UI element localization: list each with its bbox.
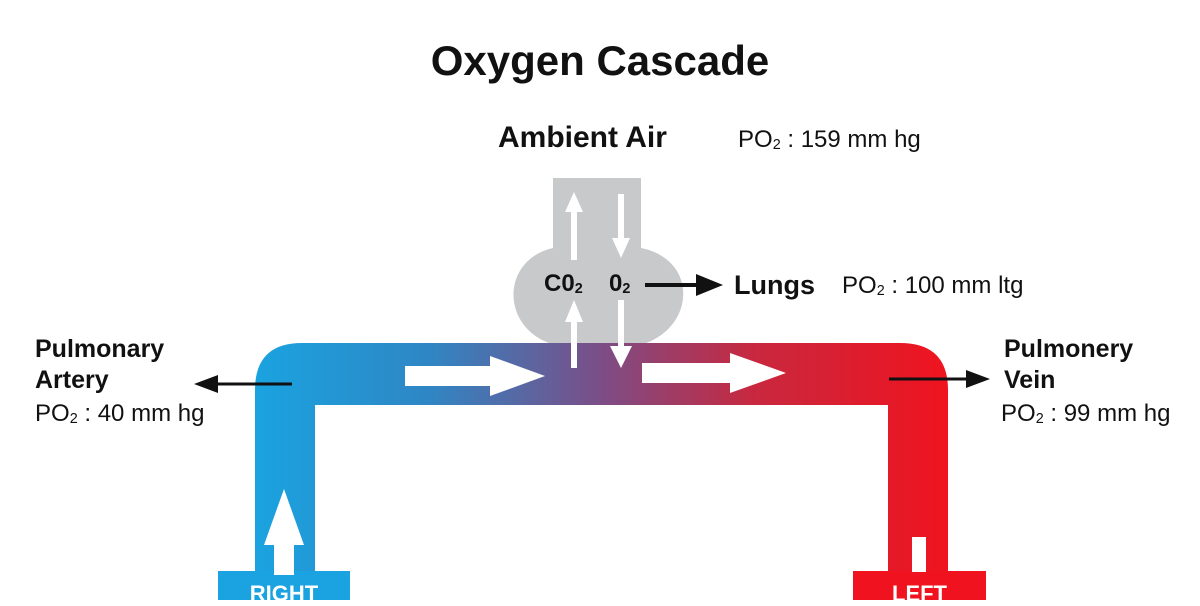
up-arrow-icon [565,192,583,260]
po-prefix: PO [35,400,70,427]
pulmonary-artery-label-line1: Pulmonary [35,335,165,363]
up-arrow-icon [565,300,583,368]
lung-shape [513,178,684,345]
po-prefix: PO [842,272,877,299]
po-suffix: : 159 mm hg [780,126,921,153]
flow-arrow-icon [642,353,786,393]
up-arrow-icon [264,489,304,575]
left-heart-box [853,571,986,600]
left-arrow-icon [194,375,218,393]
right-arrow-icon [696,274,723,296]
o2-label: 02 [609,272,630,296]
circulation-pipe [255,343,948,600]
down-arrow-icon [610,300,632,368]
co2-text: C0 [544,270,575,297]
flow-arrow-icon [405,356,545,396]
ambient-air-value: PO2 : 159 mm hg [738,128,921,152]
po-suffix: : 40 mm hg [77,400,205,427]
right-arrow-icon [966,370,990,388]
lungs-label: Lungs [734,270,815,300]
po-suffix: : 100 mm ltg [884,272,1024,299]
subscript: 2 [876,282,885,299]
right-heart-box [218,571,350,600]
subscript: 2 [1035,410,1044,427]
po-prefix: PO [1001,400,1036,427]
pulmonary-vein-label-line2: Vein [1004,366,1056,394]
po-prefix: PO [738,126,773,153]
pulmonary-vein-label-line1: Pulmonery [1004,335,1134,363]
subscript: 2 [69,410,78,427]
page-title: Oxygen Cascade [430,37,770,84]
subscript: 2 [772,136,781,153]
pulmonary-vein-value: PO2 : 99 mm hg [1001,402,1170,426]
ambient-air-label: Ambient Air [498,121,667,154]
po-suffix: : 99 mm hg [1043,400,1171,427]
vertical-bar-icon [912,537,926,572]
pulmonary-artery-label-line2: Artery [35,366,109,394]
right-heart-label: RIGHT [249,581,319,606]
o2-text: 0 [609,270,623,297]
down-arrow-icon [612,194,630,258]
left-heart-label: LEFT [892,581,947,606]
pulmonary-artery-value: PO2 : 40 mm hg [35,402,204,426]
subscript: 2 [574,280,583,297]
co2-label: C02 [544,272,583,296]
lungs-value: PO2 : 100 mm ltg [842,274,1023,298]
subscript: 2 [622,280,631,297]
